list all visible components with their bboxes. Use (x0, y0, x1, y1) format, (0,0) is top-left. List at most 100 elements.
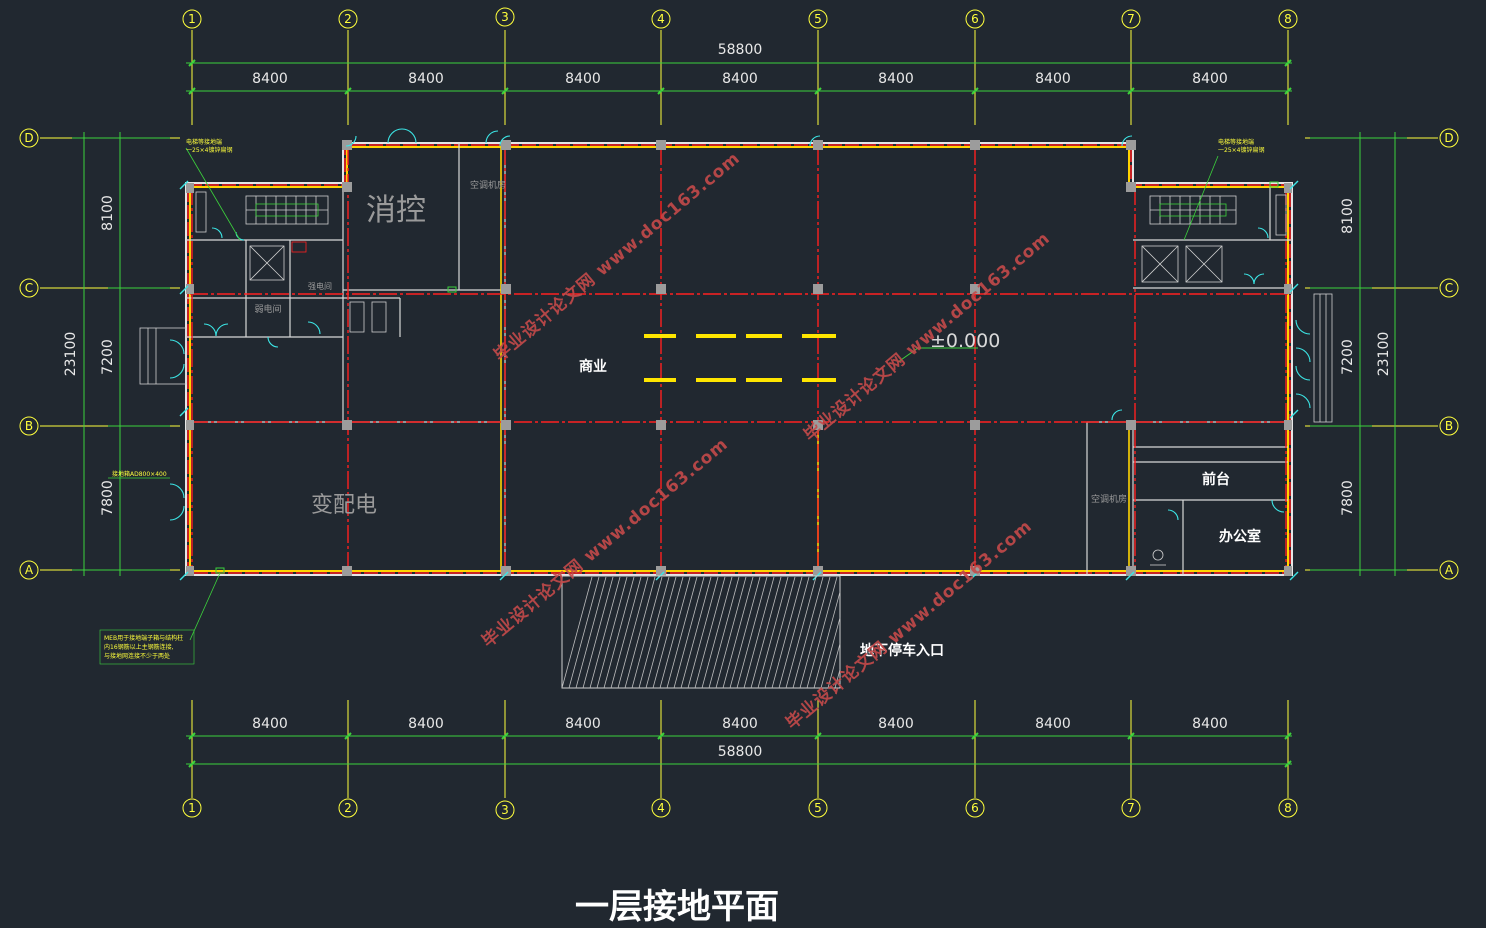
ramp-hatch-line (610, 576, 642, 689)
note-cable-tray-text: 接地箱AD800×400 (112, 470, 167, 478)
ramp-hatch-line (834, 669, 841, 689)
ramp-hatch-line (638, 576, 670, 689)
ramp-hatch-line (799, 576, 831, 689)
ramp-hatch-line (736, 576, 768, 689)
horizontal-grid-lines (40, 137, 1438, 571)
doors (169, 128, 1311, 521)
dimension-lines (72, 62, 1407, 765)
room-substation: 变配电 (311, 493, 377, 518)
dim-bay-top-4: 8400 (722, 71, 758, 87)
ramp-hatch-line (771, 576, 803, 689)
dim-bay-top-7: 8400 (1192, 71, 1228, 87)
dim-bay-bottom-5: 8400 (878, 716, 914, 732)
ramp-hatch-line (645, 576, 677, 689)
ramp-hatch-line (617, 576, 649, 689)
ramp-hatch-line (743, 576, 775, 689)
dim-bay-bottom-1: 8400 (252, 716, 288, 732)
ramp-hatch-line (708, 576, 740, 689)
axis-bottom-2: 2 (344, 801, 352, 815)
axis-left-a: A (25, 563, 34, 577)
axis-left-b: B (25, 419, 33, 433)
ramp-hatch-line (631, 576, 663, 689)
dim-bay-bottom-2: 8400 (408, 716, 444, 732)
ramp-hatch-line (561, 576, 593, 689)
ramp-hatch-line (680, 576, 712, 689)
ramp-hatch-line (687, 576, 719, 689)
axis-top-1: 1 (188, 12, 196, 26)
axis-left-d: D (24, 131, 33, 145)
axis-bottom-8: 8 (1284, 801, 1292, 815)
axis-top-5: 5 (814, 12, 822, 26)
axis-bubbles-top (182, 7, 1298, 29)
axis-bottom-4: 4 (657, 801, 665, 815)
dim-total-bottom: 58800 (718, 744, 763, 760)
dim-row-left-2: 7200 (100, 339, 116, 375)
ramp-hatch-line (589, 576, 621, 689)
left-elevator (195, 191, 307, 281)
note-stair-right: 电梯等接地端一25×4镀锌扁钢 (1183, 138, 1264, 241)
dim-depth-right: 23100 (1376, 332, 1392, 377)
elevation-leader (897, 347, 978, 363)
axis-bottom-5: 5 (814, 801, 822, 815)
watermark-3: 毕业设计论文网 www.doc163.com (478, 433, 733, 651)
axis-left-c: C (25, 281, 33, 295)
dim-bay-bottom-6: 8400 (1035, 716, 1071, 732)
ramp-hatch-line (666, 576, 698, 689)
ramp-hatch-line (582, 576, 614, 689)
room-strong-current: 强电间 (308, 281, 332, 291)
dim-row-right-1: 8100 (1340, 198, 1356, 234)
note-cable-tray: 接地箱AD800×400 (108, 470, 170, 479)
elevation-mark: ±0.000 (930, 330, 1000, 352)
lane-markings (644, 334, 836, 382)
axis-bubbles-side (19, 128, 1459, 580)
svg-text:MEB用于接地端子箱与结构柱内16钢筋以上主钢筋连接,与接地: MEB用于接地端子箱与结构柱内16钢筋以上主钢筋连接,与接地网连接不少于两处 (104, 634, 183, 660)
axis-bottom-1: 1 (188, 801, 196, 815)
note-bottom-line1: MEB用于接地端子箱与结构柱 (104, 634, 183, 642)
ramp-hatch-line (568, 576, 600, 689)
ramp-hatch-line (652, 576, 684, 689)
right-entrance-steps (1313, 293, 1333, 423)
axis-bottom-3: 3 (501, 803, 509, 817)
room-reception: 前台 (1202, 471, 1230, 488)
ramp-hatch-line (813, 591, 841, 689)
axis-right-b: B (1445, 419, 1453, 433)
axis-bubbles-bottom (182, 798, 1298, 820)
axis-right-a: A (1445, 563, 1454, 577)
ramp-hatch-line (785, 576, 817, 689)
left-entrance-steps (139, 327, 187, 385)
grounding-grid (190, 147, 1288, 571)
parking-ramp (561, 575, 841, 689)
ramp-hatch-line (575, 576, 607, 689)
note-stair-left-line2: 一25×4镀锌扁钢 (186, 146, 232, 154)
axis-top-2: 2 (344, 12, 352, 26)
room-weak-current: 弱电间 (254, 303, 281, 315)
axis-right-d: D (1444, 131, 1453, 145)
dim-depth-left: 23100 (63, 332, 79, 377)
corner-ticks (179, 180, 1299, 581)
drawing-title: 一层接地平面 (575, 887, 779, 927)
dim-bay-top-3: 8400 (565, 71, 601, 87)
dim-bay-top-5: 8400 (878, 71, 914, 87)
dim-row-right-3: 7800 (1340, 480, 1356, 516)
room-office: 办公室 (1219, 528, 1261, 545)
watermark-4: 毕业设计论文网 www.doc163.com (782, 515, 1037, 733)
ramp-hatch-line (603, 576, 635, 689)
dim-bay-bottom-7: 8400 (1192, 716, 1228, 732)
note-bottom-line3: 与接地网连接不少于两处 (104, 652, 170, 660)
ramp-hatch-line (624, 576, 656, 689)
ramp-hatch-line (659, 576, 691, 689)
note-stair-left: 电梯等接地端一25×4镀锌扁钢 (185, 138, 241, 241)
ramp-hatch-line (729, 576, 761, 689)
axis-bottom-6: 6 (971, 801, 979, 815)
ramp-hatch-line (715, 576, 747, 689)
dim-bay-bottom-4: 8400 (722, 716, 758, 732)
axis-top-4: 4 (657, 12, 665, 26)
room-ac-top: 空调机房 (470, 179, 506, 191)
ramp-hatch-line (757, 576, 789, 689)
note-stair-right-line1: 电梯等接地端 (1218, 138, 1254, 146)
ramp-hatch-line (764, 576, 796, 689)
note-bottom-line2: 内16钢筋以上主钢筋连接, (104, 643, 174, 651)
dim-bay-top-2: 8400 (408, 71, 444, 87)
